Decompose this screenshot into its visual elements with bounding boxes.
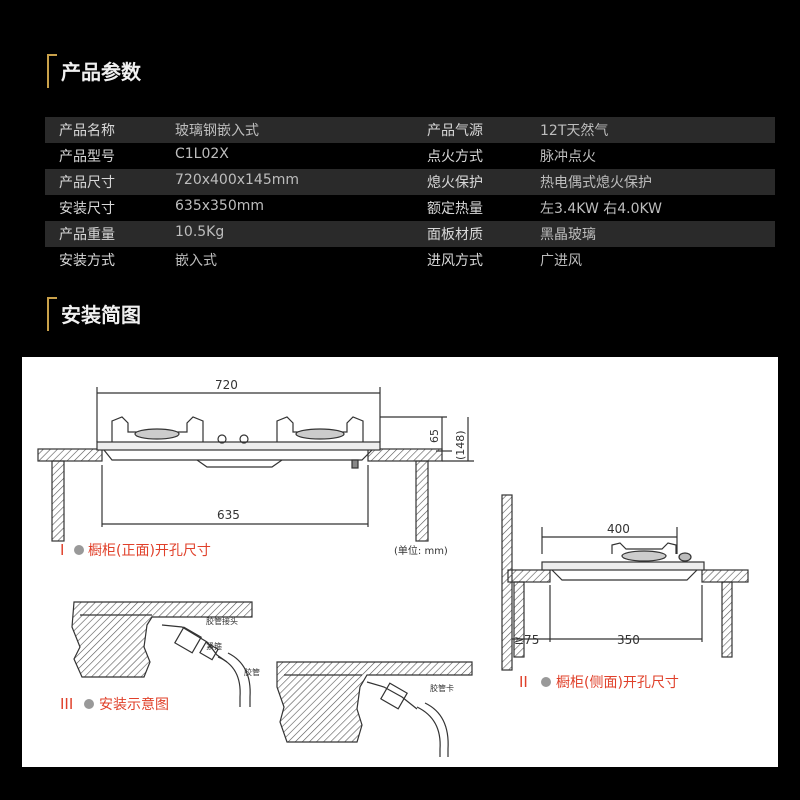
dim-148-label: (148) <box>454 430 467 460</box>
param-key: 安装尺寸 <box>59 201 115 217</box>
section-title-text: 安装简图 <box>61 303 141 327</box>
side-view-drawing <box>501 494 749 671</box>
section-title-text: 产品参数 <box>61 60 141 84</box>
param-row: 产品重量 10.5Kg 面板材质 黑晶玻璃 <box>45 221 775 247</box>
dim-720-label: 720 <box>215 378 238 392</box>
param-key: 产品型号 <box>59 149 115 165</box>
param-value: 左3.4KW 右4.0KW <box>540 201 663 217</box>
param-value: 嵌入式 <box>175 253 217 269</box>
dim-350-label: 350 <box>617 633 640 647</box>
label-3-text: 安装示意图 <box>99 696 169 713</box>
arrow-circle-icon <box>84 699 94 709</box>
title-bracket-icon <box>47 297 57 331</box>
param-key: 产品重量 <box>59 227 115 243</box>
param-value: 635x350mm <box>175 198 265 214</box>
installation-diagram: 720 65 (148) 635 I 橱柜(正面)开孔尺寸 (单位: mm) 4… <box>22 357 778 767</box>
title-bracket-icon <box>47 54 57 88</box>
top-edge-mark <box>360 0 440 4</box>
param-row: 安装尺寸 635x350mm 额定热量 左3.4KW 右4.0KW <box>45 195 775 221</box>
hose-connector-label: 胶管接头 <box>206 616 238 626</box>
label-1-text: 橱柜(正面)开孔尺寸 <box>88 543 211 559</box>
front-view-drawing <box>37 387 474 542</box>
param-value: 脉冲点火 <box>540 149 596 165</box>
dim-400-label: 400 <box>607 522 630 536</box>
param-key: 进风方式 <box>427 253 483 269</box>
install-sketch-drawing <box>71 601 473 757</box>
label-2-text: 橱柜(侧面)开孔尺寸 <box>556 675 679 691</box>
unit-label: (单位: mm) <box>394 544 448 557</box>
dim-635-label: 635 <box>217 508 240 522</box>
param-value: 广进风 <box>540 253 582 269</box>
hose-label: 胶管 <box>244 667 260 677</box>
param-value: 720x400x145mm <box>175 172 300 188</box>
param-key: 熄火保护 <box>427 175 483 191</box>
arrow-circle-icon <box>74 545 84 555</box>
param-key: 产品名称 <box>59 123 115 139</box>
param-key: 面板材质 <box>427 227 483 243</box>
label-2-roman: II <box>519 673 528 691</box>
param-key: 安装方式 <box>59 253 115 269</box>
param-row: 安装方式 嵌入式 进风方式 广进风 <box>45 247 775 273</box>
param-key: 产品气源 <box>427 123 483 139</box>
dim-75-label: ≥75 <box>514 633 539 647</box>
hose-clamp-label: 胶管卡 <box>430 683 454 693</box>
param-key: 产品尺寸 <box>59 175 115 191</box>
param-value: C1L02X <box>175 146 229 162</box>
diagram-svg: 720 65 (148) 635 I 橱柜(正面)开孔尺寸 (单位: mm) 4… <box>37 378 749 757</box>
param-value: 玻璃钢嵌入式 <box>175 123 259 139</box>
dim-65-label: 65 <box>428 429 441 443</box>
param-row: 产品型号 C1L02X 点火方式 脉冲点火 <box>45 143 775 169</box>
label-1-roman: I <box>60 541 64 559</box>
param-value: 热电偶式熄火保护 <box>540 175 652 191</box>
arrow-circle-icon <box>541 677 551 687</box>
param-value: 10.5Kg <box>175 224 225 240</box>
param-row: 产品尺寸 720x400x145mm 熄火保护 热电偶式熄火保护 <box>45 169 775 195</box>
param-value: 黑晶玻璃 <box>540 227 596 243</box>
label-3-roman: III <box>60 695 73 713</box>
param-row: 产品名称 玻璃钢嵌入式 产品气源 12T天然气 <box>45 117 775 143</box>
clamp-label: 紧箍 <box>206 641 222 651</box>
param-key: 额定热量 <box>427 201 483 217</box>
param-value: 12T天然气 <box>540 123 609 139</box>
param-key: 点火方式 <box>427 149 483 165</box>
